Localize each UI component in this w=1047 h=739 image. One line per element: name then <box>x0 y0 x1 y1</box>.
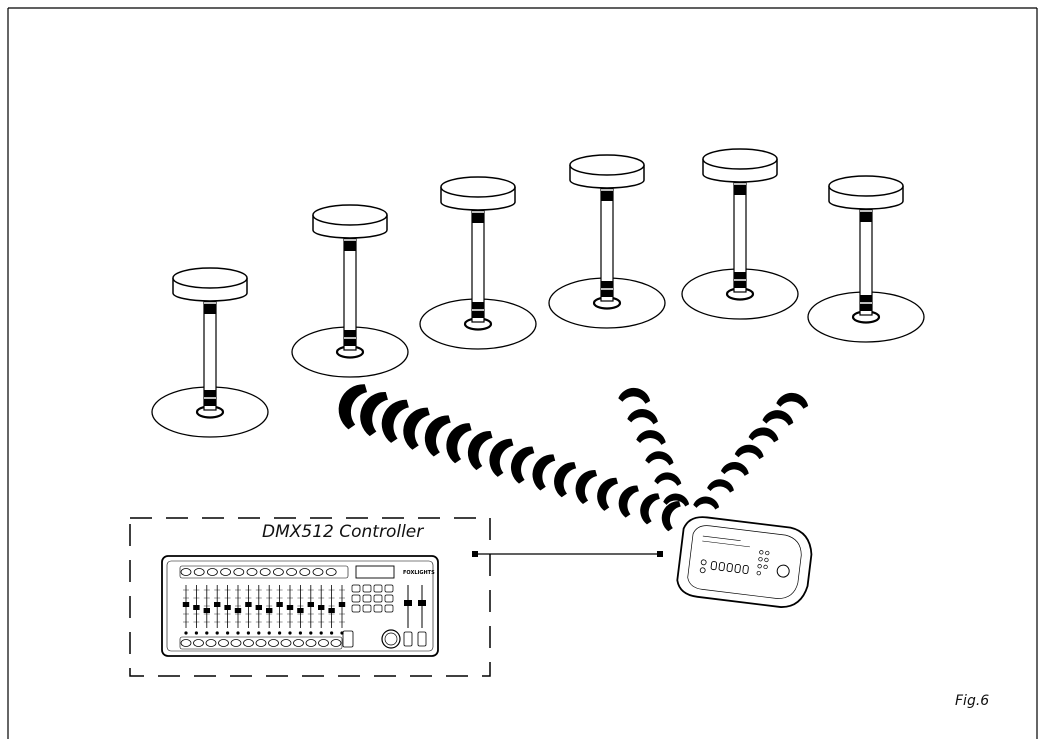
uplight-fixture <box>419 176 537 350</box>
console-brand-text: FOXLIGHTS <box>403 570 435 576</box>
signal-wave <box>338 384 368 430</box>
signal-wave <box>693 496 720 510</box>
signal-wave <box>532 454 556 491</box>
signal-wave <box>640 493 660 525</box>
signal-wave <box>654 472 682 486</box>
dmx-console: FOXLIGHTS <box>161 555 439 657</box>
signal-wave <box>762 410 794 426</box>
wireless-signal-waves <box>338 384 809 532</box>
signal-wave <box>467 430 493 471</box>
signal-wave <box>734 444 764 460</box>
signal-wave <box>707 479 734 493</box>
signal-wave <box>645 451 674 466</box>
uplight-fixture <box>807 175 925 343</box>
signal-wave <box>489 438 514 477</box>
signal-wave <box>575 469 598 505</box>
cable-connector-right <box>657 551 663 557</box>
signal-wave <box>424 415 451 457</box>
signal-wave <box>748 427 779 443</box>
uplight-fixture <box>681 148 799 320</box>
signal-wave <box>446 423 472 464</box>
uplight-fixture <box>548 154 666 329</box>
signal-wave <box>661 501 681 532</box>
signal-wave <box>720 462 749 476</box>
signal-wave <box>403 407 430 450</box>
uplight-fixture <box>151 267 269 438</box>
signal-wave <box>381 399 409 443</box>
signal-wave <box>510 446 535 484</box>
signal-wave <box>663 493 690 507</box>
signal-wave <box>636 430 666 445</box>
controller-dashed-frame <box>129 517 491 677</box>
signal-wave <box>627 409 658 425</box>
signal-wave <box>597 477 618 511</box>
signal-wave <box>776 392 809 409</box>
signal-wave <box>360 392 388 437</box>
controller-label: DMX512 Controller <box>262 522 424 542</box>
signal-wave <box>618 387 651 404</box>
wireless-transmitter <box>676 516 813 608</box>
signal-wave <box>618 485 639 518</box>
uplight-fixtures-group <box>151 148 925 438</box>
signal-wave <box>554 462 577 498</box>
figure-label: Fig.6 <box>955 693 990 709</box>
uplight-fixture <box>291 204 409 378</box>
cable-connector-left <box>472 551 478 557</box>
